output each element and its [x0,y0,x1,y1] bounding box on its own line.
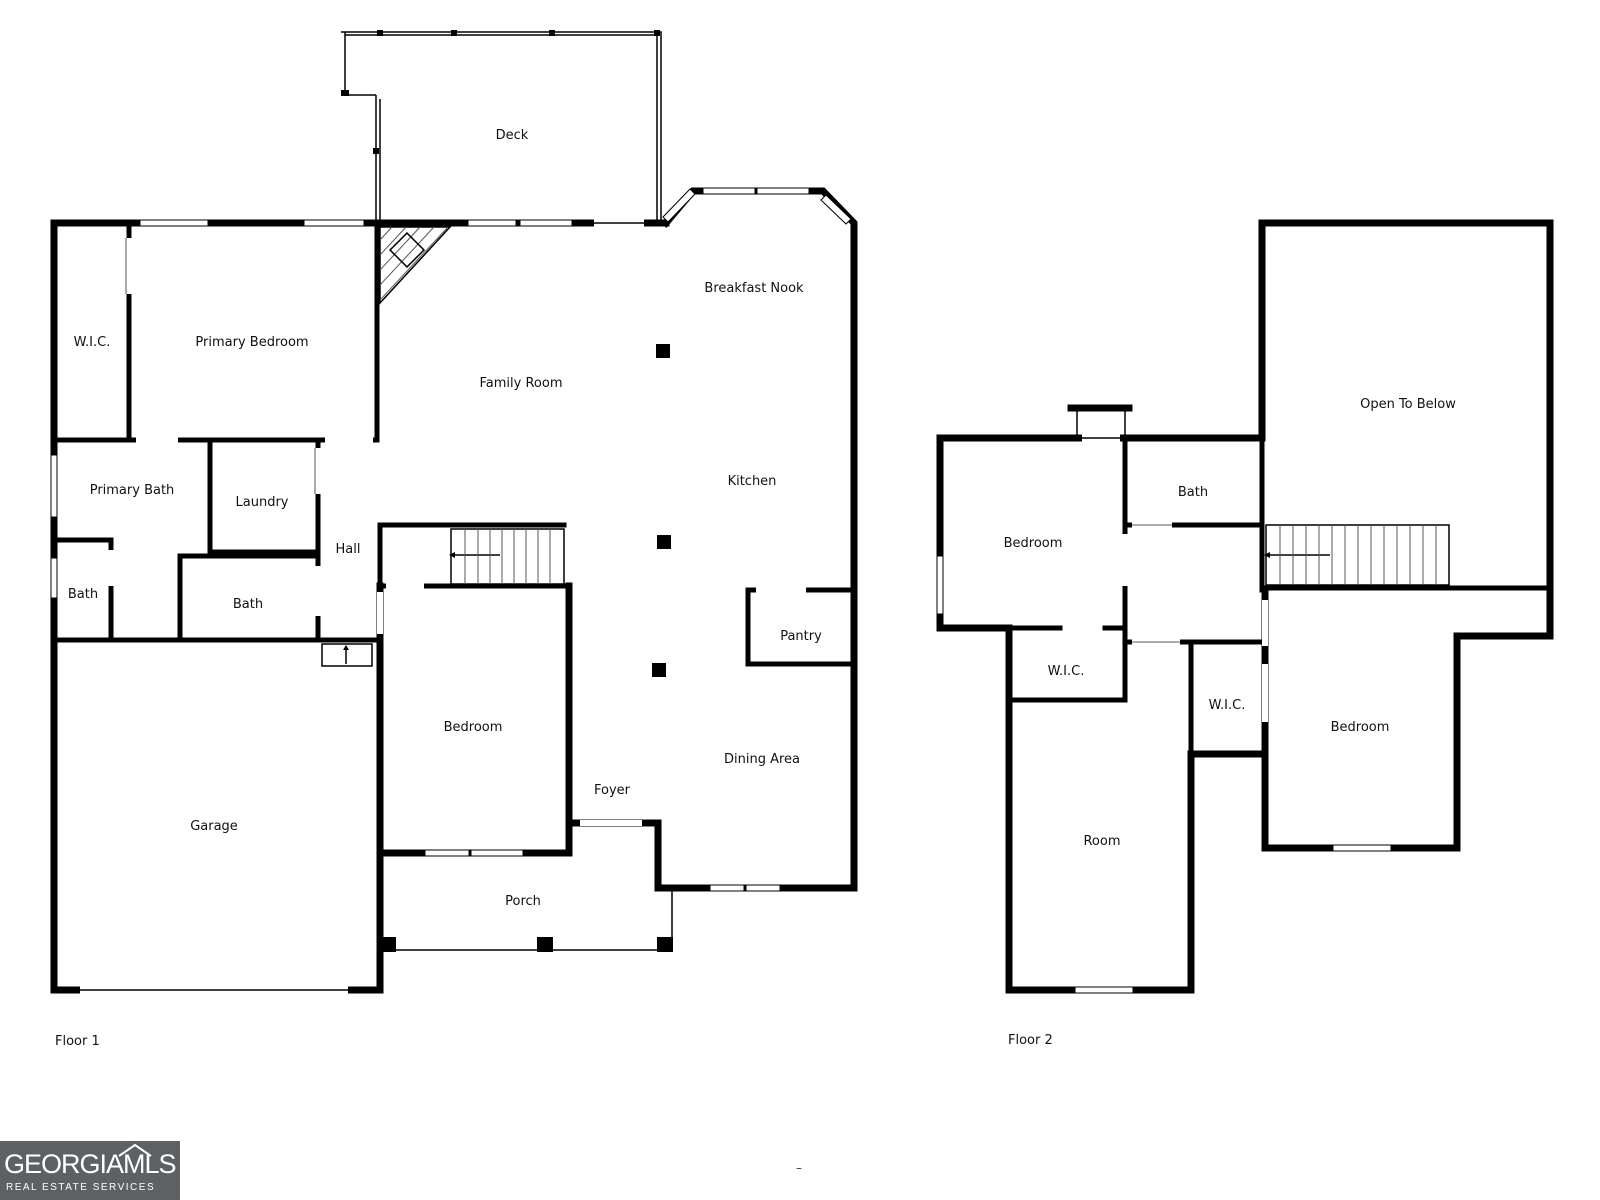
room-label-garage: Garage [190,819,238,834]
floor-2-label: Floor 2 [1008,1033,1053,1048]
main-stair [449,524,565,585]
room-label-primary-bedroom: Primary Bedroom [195,335,308,350]
room-label-wic-left: W.I.C. [1048,664,1085,679]
room-label-deck: Deck [496,128,529,143]
room-label-open-to-below: Open To Below [1360,397,1456,412]
hall-stair [321,643,373,667]
room-label-wic: W.I.C. [74,335,111,350]
floor-1-windows [50,187,852,994]
column [656,344,670,358]
room-label-dining-area: Dining Area [724,752,800,767]
room-label-kitchen: Kitchen [728,474,777,489]
logo-sub-text: REAL ESTATE SERVICES [6,1182,156,1193]
floor-1-interior-walls [51,220,857,826]
room-label-bath-f2: Bath [1178,485,1208,500]
room-label-wic-right: W.I.C. [1209,698,1246,713]
georgia-mls-logo: GEORGIAMLS REAL ESTATE SERVICES [0,1141,180,1200]
room-label-bath: Bath [233,597,263,612]
roof-icon [118,1143,152,1157]
room-label-bedroom-left: Bedroom [1004,536,1063,551]
porch-outline [380,888,673,952]
floor-2-stair [1264,524,1450,586]
floor-1-exterior-walls [50,187,858,994]
floor-2-windows [936,555,1392,994]
room-label-bath-small: Bath [68,587,98,602]
room-label-foyer: Foyer [594,783,631,798]
room-label-hall: Hall [336,542,361,557]
room-label-laundry: Laundry [236,495,289,510]
room-label-porch: Porch [505,894,541,909]
floor-2-plan: Open To Below Bath Bedroom W.I.C. W.I.C.… [936,219,1554,1048]
room-label-bedroom: Bedroom [444,720,503,735]
footer-dash: – [796,1161,802,1175]
floor-1-label: Floor 1 [55,1034,100,1049]
floor-2-chimney [1076,408,1126,442]
room-label-family-room: Family Room [480,376,563,391]
column [657,535,671,549]
logo-main-text: GEORGIAMLS [4,1149,177,1179]
room-label-primary-bath: Primary Bath [90,483,175,498]
room-label-pantry: Pantry [780,629,822,644]
floor-2-exterior-walls [936,219,1554,994]
room-label-breakfast-nook: Breakfast Nook [704,281,804,296]
deck-outline [341,30,662,221]
column [652,663,666,677]
fireplace [379,226,452,305]
floor-2-interior-walls [937,435,1553,757]
room-label-room: Room [1083,834,1120,849]
room-label-bedroom-right: Bedroom [1331,720,1390,735]
floor-1-plan: Deck Breakfast Nook W.I.C. Primary Bedro… [50,30,858,1049]
